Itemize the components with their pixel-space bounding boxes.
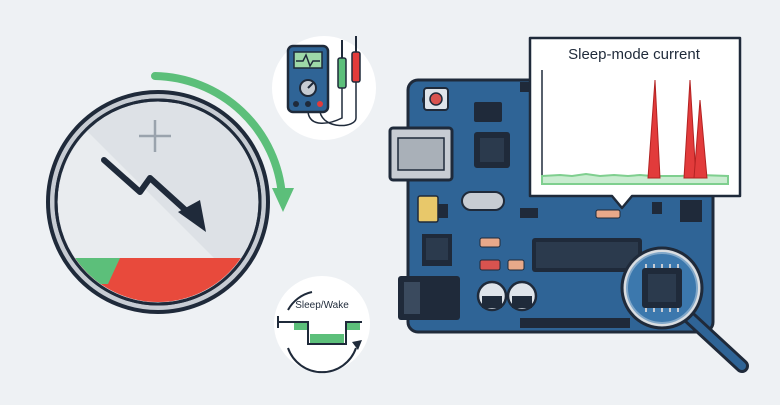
reset-button <box>423 87 449 111</box>
pulse-icon <box>296 53 320 68</box>
power-jack <box>398 276 460 320</box>
capacitor <box>476 280 508 312</box>
microcontroller-chip <box>532 238 642 272</box>
magnifying-glass-icon <box>620 246 749 373</box>
down-trend-arrow-icon <box>101 157 206 232</box>
baseline-current-trace <box>541 172 729 185</box>
current-graph-callout <box>528 36 742 210</box>
voltage-regulator <box>422 234 452 266</box>
battery-gauge <box>46 72 294 314</box>
current-spike <box>647 79 661 179</box>
green-probe <box>337 40 347 89</box>
plus-icon <box>139 120 171 152</box>
sleep-wake-waveform <box>277 316 362 345</box>
multimeter-icon <box>272 36 376 140</box>
usb-port <box>388 126 454 182</box>
current-spike <box>693 99 708 179</box>
header-pins-bottom <box>520 318 630 328</box>
sleep-wake-icon <box>274 276 370 374</box>
crystal-oscillator <box>461 191 505 211</box>
graph-title: Sleep-mode current <box>568 46 700 63</box>
red-probe <box>351 36 361 83</box>
progress-arc-icon <box>151 72 286 200</box>
sleep-wake-label: Sleep/Wake <box>295 300 349 311</box>
current-spike <box>683 79 697 179</box>
capacitor <box>506 280 538 312</box>
